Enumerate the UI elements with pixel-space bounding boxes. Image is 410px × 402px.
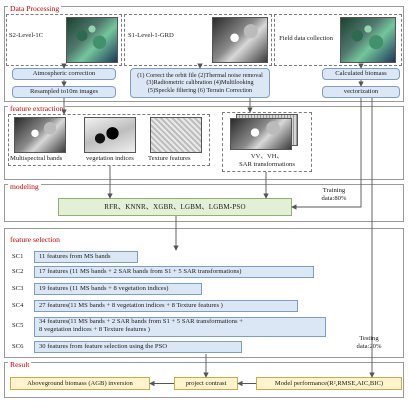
- sc-row-2-id: SC2: [12, 268, 24, 275]
- section-title-data-processing: Data Processing: [8, 4, 62, 13]
- testing-line-2: data:20%: [356, 343, 382, 350]
- testing-line-1: Testing: [359, 335, 379, 343]
- training-line-2: data:80%: [321, 195, 347, 202]
- section-title-feature-selection: feature selection: [8, 235, 62, 244]
- sc-row-5-id: SC5: [12, 322, 24, 329]
- sc-row-5-line-2: 8 vegetation indices + 8 Texture feature…: [39, 325, 150, 333]
- training-label: Training data:80%: [310, 186, 358, 204]
- sc-row-2-text: 17 features (11 MS bands + 2 SAR bands f…: [34, 266, 314, 278]
- vegetation-image: [84, 117, 136, 153]
- sc-row-2: SC2 17 features (11 MS bands + 2 SAR ban…: [8, 265, 328, 279]
- testing-label: Testing data:20%: [344, 334, 394, 352]
- sc-row-3-text: 19 features (11 MS bands + 8 vegetation …: [34, 283, 202, 295]
- training-line-1: Training: [322, 187, 346, 195]
- s1-step-line-3: (5)Speckle filtering (6) Terrain Correct…: [147, 86, 253, 94]
- sc-row-3: SC3 19 features (11 MS bands + 8 vegetat…: [8, 282, 328, 296]
- section-title-modeling: modeling: [8, 182, 41, 191]
- sar-label: VV、VH、 SAR transformations: [224, 151, 310, 171]
- model-performance-box: Model performance(R²,RMSE,AIC,BIC): [256, 377, 402, 390]
- s1-label: S1-Level-1-GRD: [128, 32, 174, 39]
- field-label-text: Field data collection: [279, 35, 333, 43]
- texture-image: [150, 117, 202, 153]
- section-title-result: Result: [8, 360, 32, 369]
- optical-features-group: [8, 114, 210, 166]
- section-feature-extraction: [4, 106, 404, 180]
- texture-label: Texture features: [148, 155, 191, 162]
- section-title-feature-extraction: feature extraction: [8, 104, 66, 113]
- sc-row-5-text: 34 features(11 MS bands + 2 SAR bands fr…: [34, 317, 326, 337]
- vegetation-label: vegetation indices: [86, 155, 134, 162]
- s1-preprocessing-box: (1) Correct the orbit file (2)Thermal no…: [130, 68, 270, 98]
- sar-label-line-2: SAR transformations: [239, 161, 295, 168]
- field-image: [340, 17, 396, 63]
- sc-row-4-text: 27 features(11 MS bands + 8 vegetation i…: [34, 300, 298, 312]
- agb-inversion-box: Aboveground biomass (AGB) inversion: [10, 377, 150, 390]
- sc-row-6-id: SC6: [12, 343, 24, 350]
- arrow-vectorization-training: [291, 98, 362, 210]
- s1-step-line-2: (3)Radiometric calibration (4)Multilooki…: [146, 79, 254, 87]
- sc-row-1-id: SC1: [12, 253, 24, 260]
- sc-row-4: SC4 27 features(11 MS bands + 8 vegetati…: [8, 299, 328, 313]
- sc-row-1: SC1 11 features from MS bands: [8, 250, 328, 264]
- sar-image-front: [230, 118, 292, 150]
- s1-image: [212, 17, 268, 63]
- s2-image: [66, 17, 118, 63]
- field-label: Field data collection: [276, 24, 336, 54]
- sc-row-6: SC6 30 features from feature selection u…: [8, 340, 328, 354]
- s2-label: S2-Level-1C: [9, 32, 44, 39]
- sc-row-6-text: 30 features from feature selection using…: [34, 341, 242, 353]
- s1-step-line-1: (1) Correct the orbit file (2)Thermal no…: [137, 72, 263, 80]
- sar-features-group: [222, 112, 312, 172]
- sar-label-line-1: VV、VH、: [250, 153, 284, 161]
- field-group: [274, 14, 402, 66]
- multispectral-label: Multispectral bands: [10, 155, 63, 162]
- sc-row-4-id: SC4: [12, 302, 24, 309]
- sc-row-3-id: SC3: [12, 285, 24, 292]
- sc-row-5: SC5 34 features(11 MS bands + 2 SAR band…: [8, 316, 328, 338]
- sc-row-1-text: 11 features from MS bands: [34, 251, 138, 263]
- multispectral-image: [14, 117, 66, 153]
- sc-row-5-line-1: 34 features(11 MS bands + 2 SAR bands fr…: [39, 318, 243, 325]
